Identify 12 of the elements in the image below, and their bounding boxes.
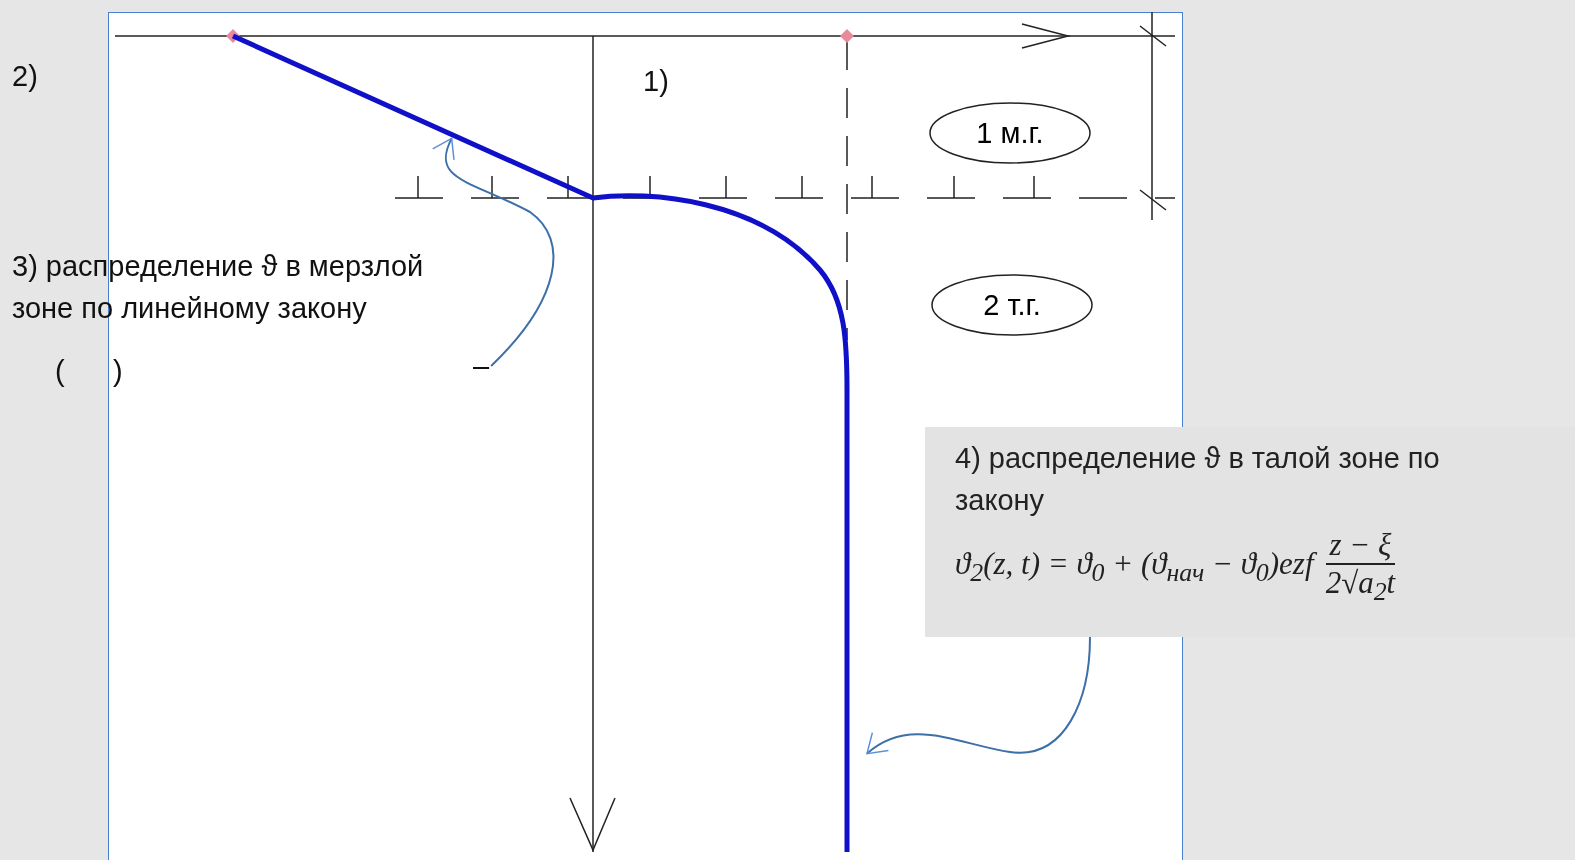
fraction-denominator: 2√a$_{2}$t <box>1325 565 1396 608</box>
zone-label: 1 м.г. <box>976 116 1044 150</box>
parenthesis: ( <box>55 354 65 389</box>
item-number: 2) <box>12 59 38 94</box>
zone-label: 2 т.г. <box>983 288 1041 322</box>
dash-sign: – <box>473 345 490 388</box>
description-text: 4) распределение ϑ в талой зоне по закону <box>955 441 1441 519</box>
parenthesis: ) <box>113 354 123 389</box>
fraction-numerator: z − ξ <box>1325 527 1396 566</box>
item-number: 1) <box>643 64 669 99</box>
leader-arrow <box>866 636 1091 755</box>
leader-arrow <box>432 137 555 367</box>
